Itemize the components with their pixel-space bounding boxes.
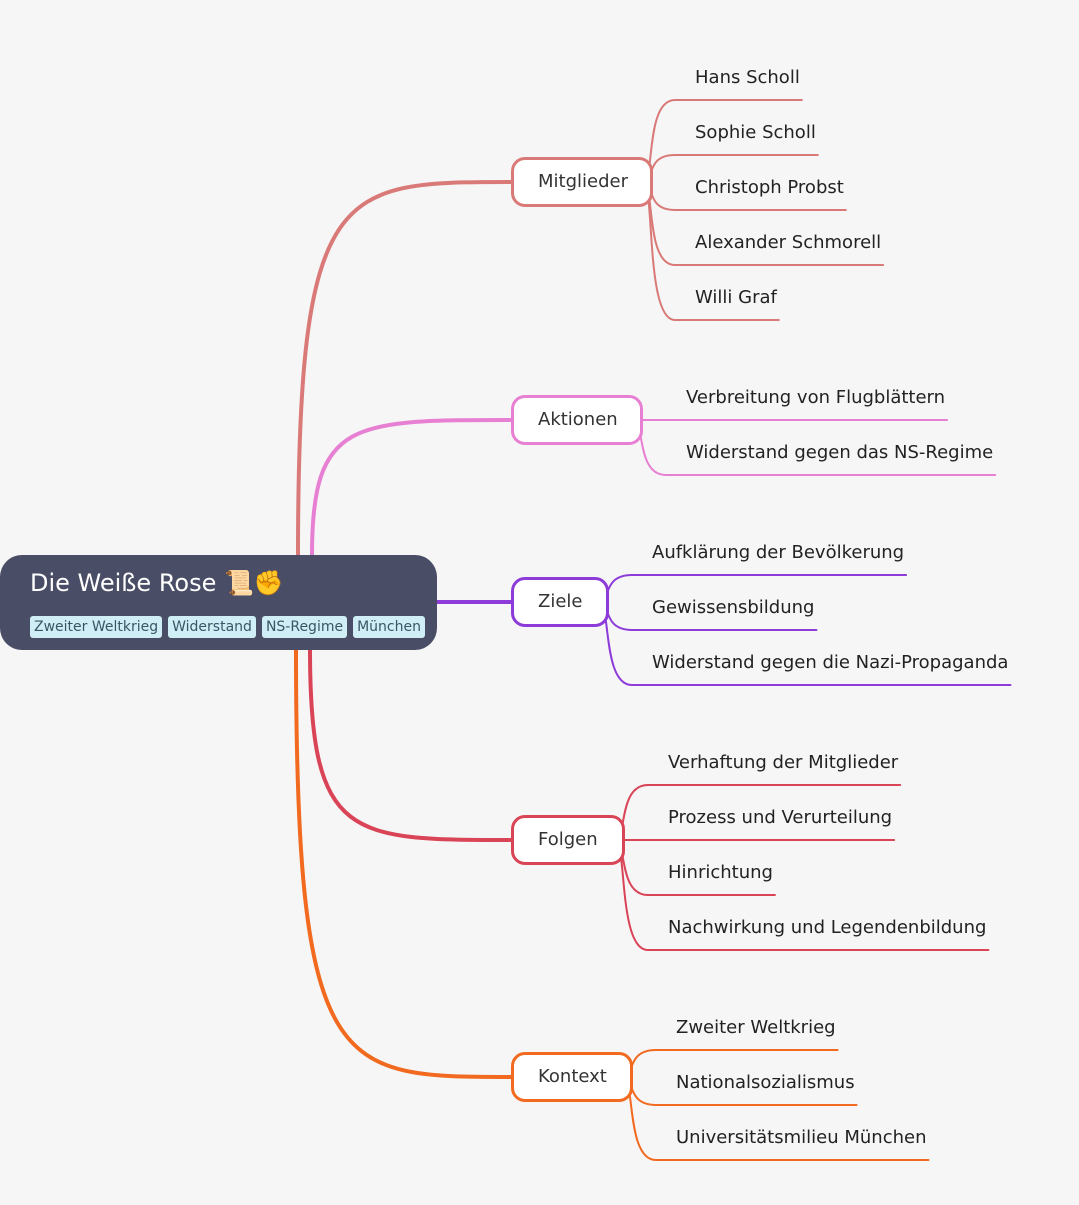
leaf-node[interactable]: Verbreitung von Flugblättern <box>686 387 946 408</box>
leaf-node[interactable]: Aufklärung der Bevölkerung <box>652 542 905 563</box>
leaf-node[interactable]: Hans Scholl <box>695 67 800 88</box>
branch-node-ziele[interactable]: Ziele <box>511 577 609 627</box>
leaf-node[interactable]: Alexander Schmorell <box>695 232 882 253</box>
leaf-node[interactable]: Zweiter Weltkrieg <box>676 1017 836 1038</box>
root-title: Die Weiße Rose 📜✊ <box>30 569 284 597</box>
leaf-node[interactable]: Sophie Scholl <box>695 122 816 143</box>
tag-ns-regime[interactable]: NS-Regime <box>261 616 348 638</box>
branch-node-folgen[interactable]: Folgen <box>511 815 625 865</box>
leaf-node[interactable]: Universitätsmilieu München <box>676 1127 927 1148</box>
main-connector <box>294 648 513 1079</box>
leaf-node[interactable]: Nationalsozialismus <box>676 1072 855 1093</box>
root-node[interactable]: Die Weiße Rose 📜✊ Zweiter Weltkrieg Wide… <box>0 555 437 650</box>
leaf-node[interactable]: Verhaftung der Mitglieder <box>668 752 899 773</box>
leaf-node[interactable]: Christoph Probst <box>695 177 844 198</box>
tag-zweiter-weltkrieg[interactable]: Zweiter Weltkrieg <box>30 616 163 638</box>
leaf-node[interactable]: Prozess und Verurteilung <box>668 807 893 828</box>
root-tags: Zweiter Weltkrieg Widerstand NS-Regime M… <box>30 616 425 638</box>
main-connector <box>308 648 513 842</box>
tag-widerstand[interactable]: Widerstand <box>168 616 256 638</box>
main-connector <box>310 418 513 557</box>
branch-node-mitglieder[interactable]: Mitglieder <box>511 157 653 207</box>
tag-muenchen[interactable]: München <box>353 616 425 638</box>
branch-node-kontext[interactable]: Kontext <box>511 1052 633 1102</box>
branch-node-aktionen[interactable]: Aktionen <box>511 395 643 445</box>
leaf-node[interactable]: Willi Graf <box>695 287 777 308</box>
leaf-node[interactable]: Hinrichtung <box>668 862 773 883</box>
leaf-node[interactable]: Gewissensbildung <box>652 597 815 618</box>
leaf-node[interactable]: Widerstand gegen das NS-Regime <box>686 442 994 463</box>
leaf-node[interactable]: Nachwirkung und Legendenbildung <box>668 917 987 938</box>
main-connector <box>296 180 513 557</box>
leaf-node[interactable]: Widerstand gegen die Nazi-Propaganda <box>652 652 1009 673</box>
